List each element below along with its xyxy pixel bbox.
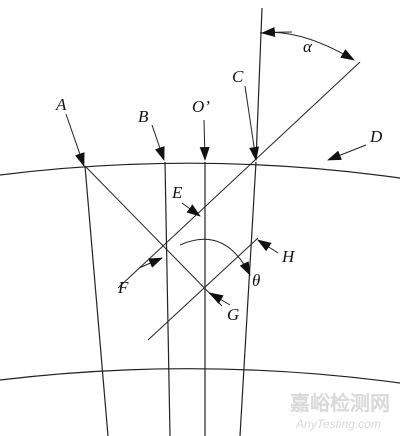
arrow-A <box>65 113 85 167</box>
label-G: G <box>227 305 239 324</box>
theta-arc <box>179 238 251 276</box>
arrow-H <box>257 239 279 254</box>
label-theta: θ <box>252 271 260 290</box>
label-F: F <box>117 278 129 297</box>
outer-arc <box>0 162 400 179</box>
arrow-G <box>209 292 231 306</box>
line-C-upper <box>255 7 263 161</box>
arrow-O <box>199 119 210 161</box>
line-A <box>84 165 109 436</box>
label-H: H <box>281 247 296 266</box>
line-C-to-F <box>117 61 361 289</box>
line-C-lower <box>239 161 257 436</box>
watermark-cn: 嘉峪检测网 <box>289 391 390 415</box>
line-D-to-F <box>147 237 259 341</box>
label-C: C <box>232 67 244 86</box>
watermark-en: AnyTesting.com <box>295 417 381 431</box>
line-A-to-G <box>84 165 223 307</box>
label-O: O’ <box>192 97 210 116</box>
label-D: D <box>369 127 383 146</box>
arrow-B <box>151 124 165 161</box>
arrow-C <box>244 85 260 161</box>
label-E: E <box>171 183 183 202</box>
alpha-arc-start <box>261 27 293 37</box>
arrow-E <box>181 202 201 217</box>
label-B: B <box>138 107 149 126</box>
line-B <box>164 161 171 436</box>
inner-arc <box>0 368 400 384</box>
arrow-F <box>138 257 163 269</box>
label-alpha: α <box>303 37 313 56</box>
arrow-D <box>327 144 367 161</box>
label-A: A <box>55 95 67 114</box>
